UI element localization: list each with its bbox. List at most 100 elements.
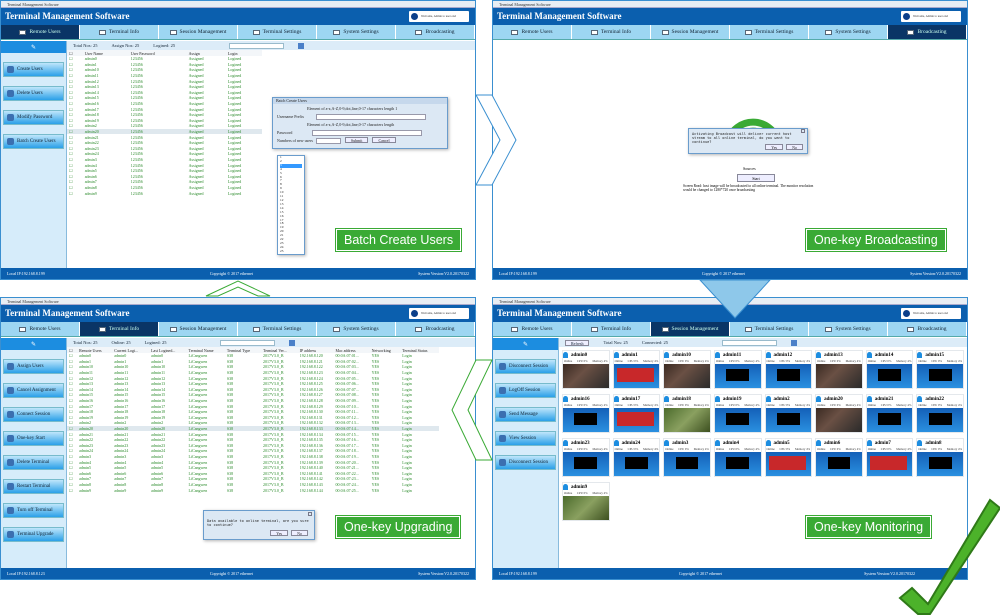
sidebar-button[interactable]: LogOff Session xyxy=(495,383,556,398)
tab-session-management[interactable]: Session Management xyxy=(651,25,730,39)
column-header[interactable]: User Name xyxy=(82,50,129,56)
row-checkbox[interactable]: ☐ xyxy=(69,145,73,151)
dropdown-option[interactable]: 22 xyxy=(280,237,284,242)
session-thumbnail[interactable] xyxy=(816,452,862,476)
column-header[interactable]: Remote Users xyxy=(77,347,113,353)
sidebar-button[interactable]: Cancel Assignment xyxy=(3,383,64,398)
row-checkbox[interactable]: ☐ xyxy=(69,353,73,359)
row-checkbox[interactable]: ☐ xyxy=(69,117,73,123)
dropdown-option[interactable]: 8 xyxy=(280,182,282,187)
session-thumbnail[interactable] xyxy=(664,364,710,388)
column-header[interactable]: Last Logined... xyxy=(149,347,187,353)
session-thumbnail[interactable] xyxy=(917,408,963,432)
yes-button[interactable]: Yes xyxy=(765,144,784,150)
row-checkbox[interactable]: ☐ xyxy=(69,162,73,168)
row-checkbox[interactable]: ☐ xyxy=(69,179,73,185)
column-header[interactable]: Terminal Type xyxy=(224,347,262,353)
search-button[interactable] xyxy=(791,339,798,346)
count-select[interactable] xyxy=(315,138,341,145)
close-icon[interactable] xyxy=(801,129,805,133)
password-input[interactable] xyxy=(312,130,423,137)
search-input[interactable] xyxy=(220,339,276,346)
row-checkbox[interactable]: ☐ xyxy=(69,156,73,162)
row-checkbox[interactable]: ☐ xyxy=(69,420,73,426)
tab-terminal-info[interactable]: Terminal Info xyxy=(572,25,651,39)
sidebar-button[interactable]: Disconnect Session xyxy=(495,455,556,470)
row-checkbox[interactable]: ☐ xyxy=(69,409,73,415)
session-thumbnail[interactable] xyxy=(613,408,660,432)
row-checkbox[interactable]: ☐ xyxy=(69,106,73,112)
dropdown-option[interactable]: 12 xyxy=(280,197,284,202)
prefix-input[interactable] xyxy=(316,114,426,121)
row-checkbox[interactable]: ☐ xyxy=(69,431,73,437)
tab-remote-users[interactable]: Remote Users xyxy=(1,25,80,39)
tab-terminal-settings[interactable]: Terminal Settings xyxy=(238,25,317,39)
row-checkbox[interactable]: ☐ xyxy=(69,465,73,471)
column-header[interactable]: Mac address xyxy=(333,347,370,353)
tab-broadcasting[interactable]: Broadcasting xyxy=(396,25,475,39)
tab-broadcasting[interactable]: Broadcasting xyxy=(888,25,967,39)
search-button[interactable] xyxy=(289,339,296,346)
row-checkbox[interactable]: ☐ xyxy=(69,73,73,79)
row-checkbox[interactable]: ☐ xyxy=(67,128,83,135)
dropdown-option[interactable]: 6 xyxy=(280,174,282,179)
cancel-button[interactable]: Cancel xyxy=(372,137,396,143)
search-input[interactable] xyxy=(722,339,778,346)
close-icon[interactable] xyxy=(308,512,312,516)
row-checkbox[interactable]: ☐ xyxy=(69,101,73,107)
select-all-checkbox[interactable]: ☐ xyxy=(67,50,83,56)
session-thumbnail[interactable] xyxy=(613,452,660,476)
column-header[interactable]: Terminal Ver... xyxy=(261,347,298,353)
column-header[interactable]: Login xyxy=(225,50,262,56)
user-box[interactable]: Welcome, Admin to user end xyxy=(409,308,469,319)
row-checkbox[interactable]: ☐ xyxy=(67,425,78,432)
sidebar-button[interactable]: Connect Session xyxy=(3,407,64,422)
dropdown-option[interactable]: 24 xyxy=(280,244,284,249)
session-thumbnail[interactable] xyxy=(866,364,913,388)
dropdown-option[interactable]: 5 xyxy=(280,170,282,175)
row-checkbox[interactable]: ☐ xyxy=(69,89,73,95)
session-thumbnail[interactable] xyxy=(765,408,812,432)
dropdown-option[interactable]: 20 xyxy=(280,229,284,234)
dropdown-option[interactable]: 13 xyxy=(280,201,284,206)
sidebar-button[interactable]: Disconnect Session xyxy=(495,359,556,374)
session-thumbnail[interactable] xyxy=(563,496,609,520)
tab-terminal-settings[interactable]: Terminal Settings xyxy=(238,322,317,336)
column-header[interactable]: IP address xyxy=(297,347,334,353)
row-checkbox[interactable]: ☐ xyxy=(69,61,73,67)
session-thumbnail[interactable] xyxy=(563,408,609,432)
session-thumbnail[interactable] xyxy=(613,364,660,388)
tab-broadcasting[interactable]: Broadcasting xyxy=(396,322,475,336)
row-checkbox[interactable]: ☐ xyxy=(69,67,73,73)
tab-system-settings[interactable]: System Settings xyxy=(317,25,396,39)
row-checkbox[interactable]: ☐ xyxy=(69,151,73,157)
tab-terminal-settings[interactable]: Terminal Settings xyxy=(730,25,809,39)
